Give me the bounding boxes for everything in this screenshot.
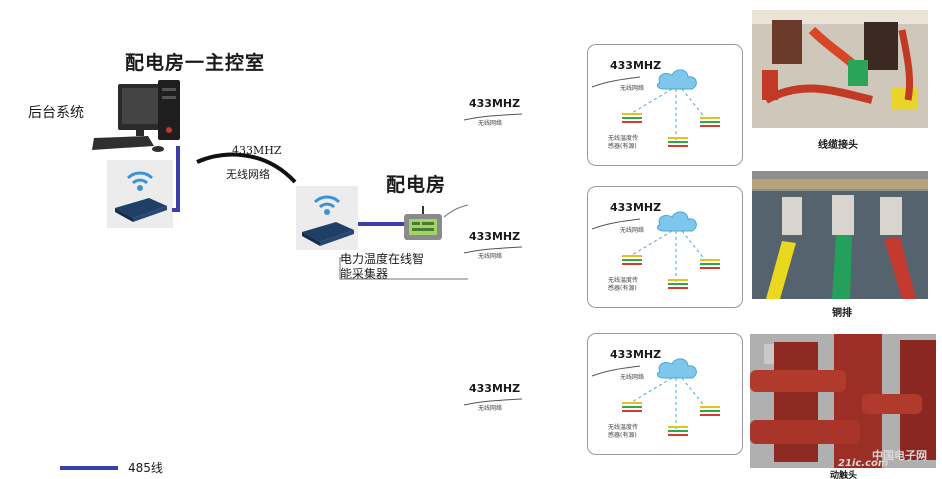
panel-network-label: 无线网络 xyxy=(620,374,645,381)
sensor-panel-3: 433MHZ 无线网络 无线温度传 感器(有源) xyxy=(587,333,743,455)
sensor-label-line1: 无线温度传 xyxy=(608,424,639,431)
collector-label-line1: 电力温度在线智 xyxy=(340,252,425,266)
copper-busbar-caption: 铜排 xyxy=(832,308,852,319)
rs485-cable xyxy=(172,146,180,212)
panel-network-label: 无线网络 xyxy=(620,227,645,234)
branch-frequency: 433MHZ xyxy=(469,97,521,110)
sensor-label-line2: 感器(有源) xyxy=(608,285,637,292)
sensor-icon xyxy=(700,117,720,129)
panel-frequency: 433MHZ xyxy=(610,201,662,214)
panel-network-label: 无线网络 xyxy=(620,85,645,92)
link-network-label: 无线网络 xyxy=(226,168,270,181)
copper-busbar-photo xyxy=(752,171,928,299)
sensor-label-line1: 无线温度传 xyxy=(608,277,639,284)
panel-network-graphic xyxy=(591,69,707,143)
sensor-label-line1: 无线温度传 xyxy=(608,135,639,142)
moving-contact-caption: 动触头 xyxy=(830,471,858,479)
branch-frequency: 433MHZ xyxy=(469,230,521,243)
rs485-cable-2 xyxy=(358,222,404,226)
branch-network-label: 无线网络 xyxy=(478,120,503,127)
branch-network-label: 无线网络 xyxy=(478,405,503,412)
sensor-label-line2: 感器(有源) xyxy=(608,432,637,439)
panel-network-graphic xyxy=(591,211,707,285)
distribution-room-title: 配电房 xyxy=(386,174,447,196)
sensor-icon xyxy=(622,113,642,125)
legend-swatch xyxy=(60,466,118,470)
sensor-label-line2: 感器(有源) xyxy=(608,143,637,150)
cable-joint-caption: 线缆接头 xyxy=(818,140,858,151)
branch-network-label: 无线网络 xyxy=(478,253,503,260)
branch-signal-line xyxy=(463,113,523,121)
sensor-icon xyxy=(668,137,688,149)
wireless-gateway-icon-2 xyxy=(296,186,358,250)
collector-device-icon xyxy=(404,206,442,240)
sensor-panel-2: 433MHZ 无线网络 无线温度传 感器(有源) xyxy=(587,186,743,308)
sensor-icon xyxy=(700,406,720,418)
legend-label: 485线 xyxy=(128,461,163,475)
wireless-link-curve xyxy=(196,152,297,184)
watermark-logo: 中国电子网 xyxy=(872,449,927,462)
panel-frequency: 433MHZ xyxy=(610,59,662,72)
sensor-icon xyxy=(668,426,688,438)
branch-frequency: 433MHZ xyxy=(469,382,521,395)
panel-network-graphic xyxy=(591,358,707,432)
branch-signal-line xyxy=(463,246,523,254)
watermark-sublogo: 21ic.com xyxy=(838,458,889,469)
sensor-icon xyxy=(668,279,688,291)
collector-label-line2: 能采集器 xyxy=(340,267,389,281)
control-room-title: 配电房一主控室 xyxy=(125,52,266,74)
link-frequency: 433MHZ xyxy=(232,144,282,157)
branch-signal-line xyxy=(463,398,523,406)
moving-contact-photo xyxy=(750,334,936,468)
sensor-icon xyxy=(622,255,642,267)
wireless-gateway-icon xyxy=(107,160,173,228)
distribution-room-bracket xyxy=(339,204,469,280)
sensor-icon xyxy=(622,402,642,414)
panel-frequency: 433MHZ xyxy=(610,348,662,361)
cable-joint-photo xyxy=(752,10,928,128)
sensor-panel-1: 433MHZ 无线网络 无线温度传 感器(有源) xyxy=(587,44,743,166)
sensor-icon xyxy=(700,259,720,271)
computer-icon xyxy=(92,80,180,152)
backend-system-label: 后台系统 xyxy=(28,105,84,121)
